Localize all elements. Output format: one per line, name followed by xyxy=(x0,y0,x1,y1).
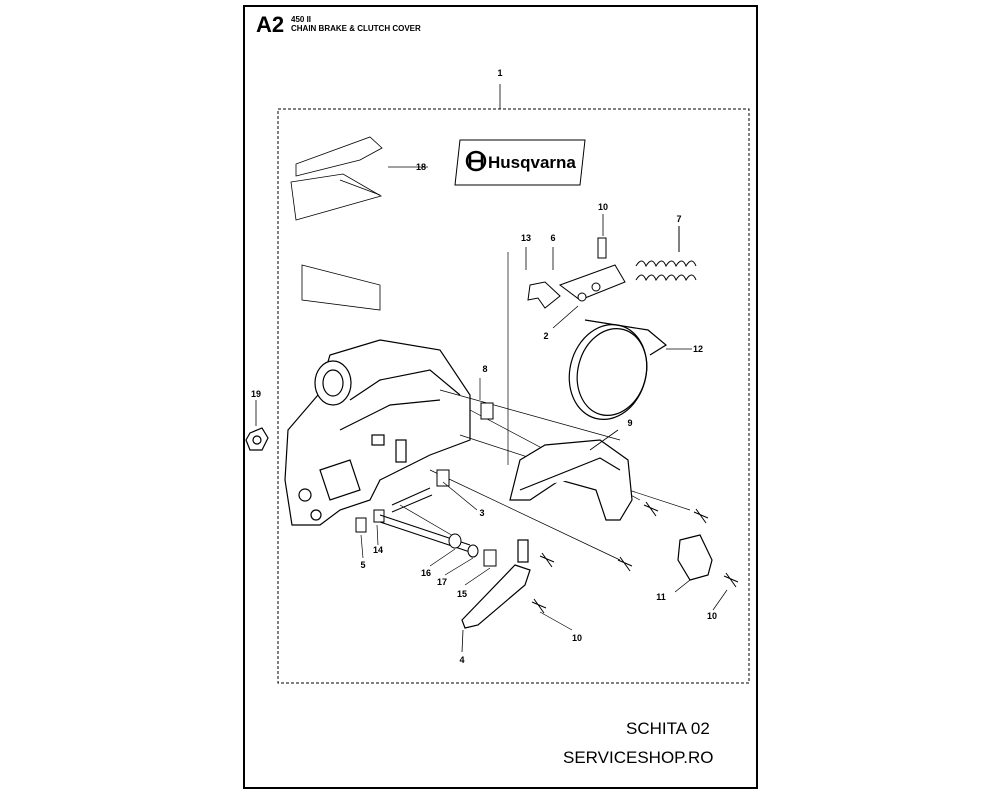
sheet-label: SCHITA 02 xyxy=(626,719,710,738)
callout-10-lower: 10 xyxy=(571,633,583,643)
callout-3: 3 xyxy=(479,508,485,518)
callout-8: 8 xyxy=(482,364,488,374)
brake-lever xyxy=(525,214,626,329)
callout-1: 1 xyxy=(497,68,503,78)
model-label: 450 II xyxy=(291,15,312,24)
callout-15: 15 xyxy=(456,589,468,599)
callout-9: 9 xyxy=(627,418,633,428)
brake-band xyxy=(568,319,692,420)
callout-18: 18 xyxy=(415,162,427,172)
callout-14: 14 xyxy=(372,545,384,555)
clutch-cover-body xyxy=(284,339,471,526)
callout-10-right: 10 xyxy=(706,611,718,621)
callout-6: 6 xyxy=(550,233,556,243)
brake-spring xyxy=(635,226,697,282)
decal-sheets xyxy=(290,136,383,311)
small-fasteners xyxy=(448,533,497,567)
logo-plate xyxy=(454,139,586,186)
callout-5: 5 xyxy=(360,560,366,570)
diagram-title: CHAIN BRAKE & CLUTCH COVER xyxy=(291,24,421,33)
callout-17: 17 xyxy=(436,577,448,587)
screws xyxy=(531,501,739,614)
callout-11: 11 xyxy=(656,592,666,602)
bar-nut xyxy=(245,400,269,451)
callout-10: 10 xyxy=(597,202,609,212)
callout-7: 7 xyxy=(676,214,682,224)
site-label: SERVICESHOP.RO xyxy=(563,748,714,767)
inner-guard xyxy=(509,429,633,521)
callout-4: 4 xyxy=(459,655,465,665)
studs xyxy=(355,402,494,553)
hand-guard xyxy=(461,539,531,653)
section-code: A2 xyxy=(256,12,285,37)
callout-19: 19 xyxy=(250,389,262,399)
assembly-frame xyxy=(277,108,750,684)
page-frame xyxy=(243,5,758,789)
brand-logo-text: Husqvarna xyxy=(488,153,576,172)
callout-13: 13 xyxy=(520,233,532,243)
small-leaders xyxy=(360,481,728,631)
callout-2: 2 xyxy=(543,331,549,341)
callout-16: 16 xyxy=(420,568,432,578)
brake-handle-block xyxy=(674,534,713,593)
callout-12: 12 xyxy=(692,344,704,354)
